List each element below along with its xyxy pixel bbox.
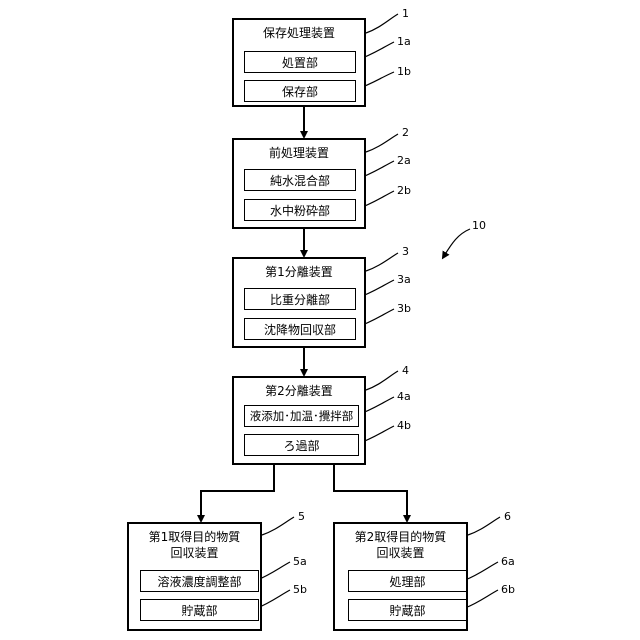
device-6a-ref: 6a: [501, 556, 515, 568]
device-5b-ref: 5b: [293, 584, 307, 596]
device-4-sub-a: 液添加･加温･攪拌部: [244, 405, 359, 427]
leader-6b: [465, 590, 498, 608]
device-1-box: 保存処理装置 処置部 保存部: [232, 18, 366, 107]
device-5-title-line-1: 第1取得目的物質: [129, 529, 260, 545]
leader-2: [366, 134, 398, 152]
device-5-ref: 5: [298, 511, 305, 523]
device-2b-ref: 2b: [397, 185, 411, 197]
device-5a-ref: 5a: [293, 556, 307, 568]
device-1b-ref: 1b: [397, 66, 411, 78]
device-5-sub-b: 貯蔵部: [140, 599, 259, 621]
device-3-title: 第1分離装置: [234, 264, 364, 280]
device-1-title: 保存処理装置: [234, 25, 364, 41]
leader-6: [468, 517, 500, 535]
device-6b-ref: 6b: [501, 584, 515, 596]
device-3-box: 第1分離装置 比重分離部 沈降物回収部: [232, 257, 366, 348]
device-3a-ref: 3a: [397, 274, 411, 286]
leader-4: [366, 371, 398, 390]
device-1a-ref: 1a: [397, 36, 411, 48]
device-4-ref: 4: [402, 365, 409, 377]
device-3-sub-a: 比重分離部: [244, 288, 356, 310]
leader-6a: [465, 562, 498, 580]
device-6-box: 第2取得目的物質 回収装置 処理部 貯蔵部: [333, 522, 468, 631]
device-6-ref: 6: [504, 511, 511, 523]
device-3b-ref: 3b: [397, 303, 411, 315]
device-2-box: 前処理装置 純水混合部 水中粉砕部: [232, 138, 366, 229]
device-2-sub-b: 水中粉砕部: [244, 199, 356, 221]
device-2-title: 前処理装置: [234, 145, 364, 161]
leader-1: [366, 14, 398, 33]
device-2-sub-a: 純水混合部: [244, 169, 356, 191]
device-1-sub-b: 保存部: [244, 80, 356, 102]
leader-3: [366, 253, 398, 271]
device-2-ref: 2: [402, 127, 409, 139]
flow-arrow-4-5: [201, 465, 274, 519]
leader-5: [262, 517, 294, 535]
device-4-sub-b: ろ過部: [244, 434, 359, 456]
leader-10: [444, 229, 470, 256]
device-4a-ref: 4a: [397, 391, 411, 403]
flow-arrow-4-6: [334, 465, 407, 519]
device-3-ref: 3: [402, 246, 409, 258]
device-4-box: 第2分離装置 液添加･加温･攪拌部 ろ過部: [232, 376, 366, 465]
device-5-box: 第1取得目的物質 回収装置 溶液濃度調整部 貯蔵部: [127, 522, 262, 631]
device-4-title: 第2分離装置: [234, 383, 364, 399]
device-6-title-line-2: 回収装置: [335, 545, 466, 561]
device-5-title-line-2: 回収装置: [129, 545, 260, 561]
device-6-title-line-1: 第2取得目的物質: [335, 529, 466, 545]
overall-ref-label: 10: [472, 220, 486, 232]
device-1-ref: 1: [402, 8, 409, 20]
device-4b-ref: 4b: [397, 420, 411, 432]
device-1-sub-a: 処置部: [244, 51, 356, 73]
device-3-sub-b: 沈降物回収部: [244, 318, 356, 340]
device-2a-ref: 2a: [397, 155, 411, 167]
device-6-sub-a: 処理部: [348, 570, 467, 592]
device-6-sub-b: 貯蔵部: [348, 599, 467, 621]
device-5-sub-a: 溶液濃度調整部: [140, 570, 259, 592]
